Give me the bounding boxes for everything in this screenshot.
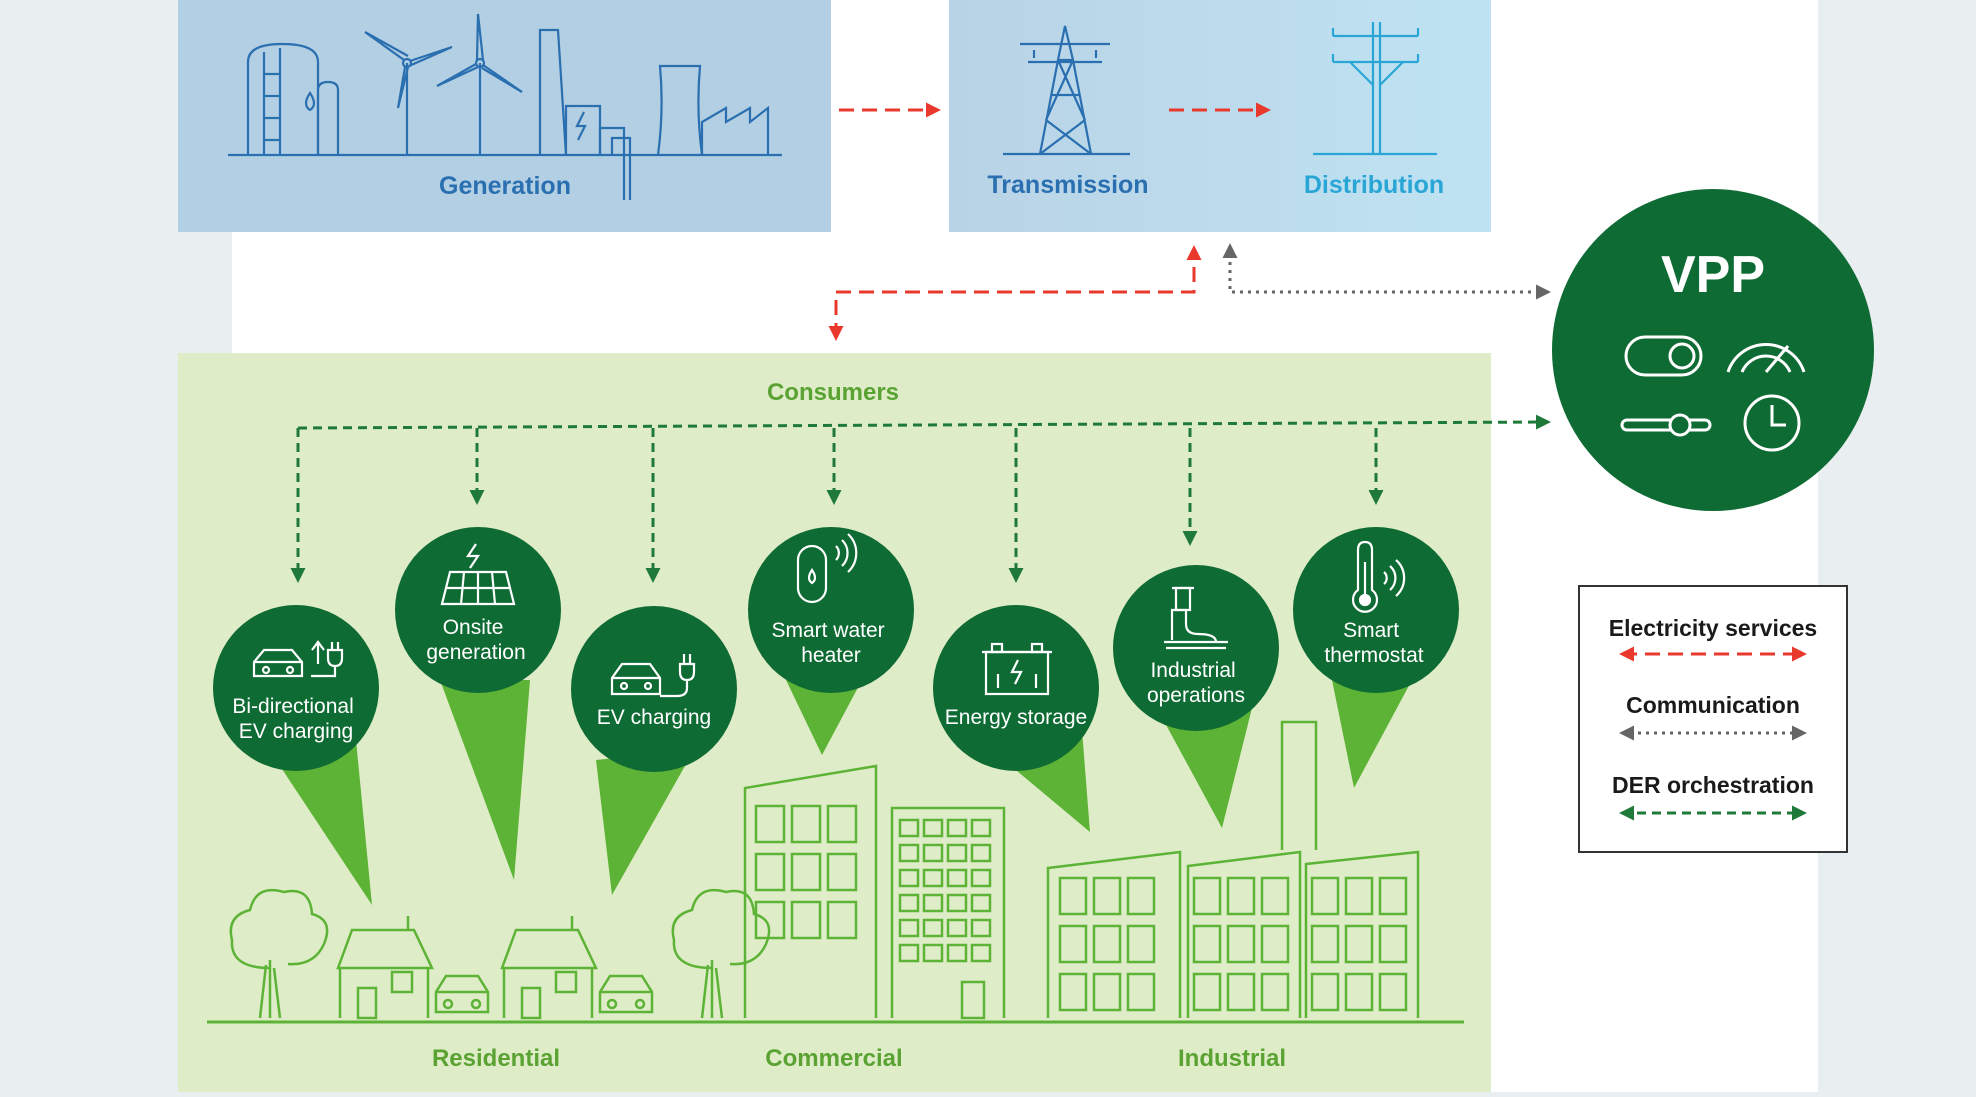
consumers-panel: Consumers: [178, 353, 1551, 1092]
distribution-label: Distribution: [1304, 171, 1444, 199]
thermometer-icon: [1351, 540, 1406, 613]
pin-label-line: Industrial: [1150, 659, 1235, 682]
utility-pole-icon: [1313, 22, 1437, 156]
solar-panel-icon: [440, 543, 516, 606]
sector-label-residential: Residential: [432, 1045, 560, 1072]
factory-windows: [1058, 876, 1408, 1012]
pin-label-line: thermostat: [1324, 644, 1423, 667]
pin-smart-water-heater[interactable]: Smart water heater: [748, 527, 914, 755]
car-icon: [434, 974, 490, 1014]
pin-industrial-operations[interactable]: Industrial operations: [1113, 565, 1279, 828]
generation-label: Generation: [439, 172, 571, 200]
vpp-title: VPP: [1661, 246, 1765, 304]
svg-text:Industrial operations: Industrial operations: [1147, 659, 1245, 707]
der-orchestration-bus: [297, 414, 1551, 430]
legend-der-label: DER orchestration: [1612, 772, 1814, 798]
pin-ev-charging[interactable]: EV charging: [571, 606, 737, 895]
svg-text:Smart thermostat: Smart thermostat: [1324, 619, 1423, 667]
svg-text:Bi-directional EV char: Bi-directional EV charging: [232, 695, 359, 743]
slider-icon: [1620, 413, 1712, 437]
transmission-distribution-panel: Transmission Distribution: [949, 0, 1491, 232]
svg-text:Onsite generation: Onsite generation: [426, 616, 525, 664]
der-drop-lines: [290, 428, 1384, 583]
house-icon: [336, 916, 434, 1020]
pin-label-line: generation: [426, 641, 525, 664]
pin-label-line: operations: [1147, 684, 1245, 707]
generation-panel: Generation: [178, 0, 831, 232]
legend-communication-label: Communication: [1626, 692, 1800, 718]
pin-energy-storage[interactable]: Energy storage: [933, 605, 1099, 832]
pin-label-line: heater: [801, 644, 861, 667]
pin-smart-thermostat[interactable]: Smart thermostat: [1293, 527, 1459, 788]
pin-bidirectional-ev-charging[interactable]: Bi-directional EV charging: [213, 605, 379, 905]
pin-label-line: EV charging: [597, 706, 711, 729]
svg-text:Smart water heater: Smart water heater: [771, 619, 890, 667]
legend-electricity-label: Electricity services: [1609, 615, 1817, 641]
ev-charger-icon: [610, 654, 696, 698]
pin-label-line: Energy storage: [945, 706, 1087, 729]
industrial-machine-icon: [1164, 586, 1228, 650]
gauge-icon: [1726, 342, 1806, 373]
pin-label-line: Smart water: [771, 619, 884, 642]
power-plants-icon: [228, 13, 782, 200]
tree-icon: [671, 888, 771, 1019]
pin-onsite-generation[interactable]: Onsite generation: [395, 527, 561, 880]
office-windows: [898, 818, 992, 963]
clock-icon: [1743, 394, 1801, 452]
legend: Electricity services Communication DER o…: [1578, 585, 1848, 853]
tree-icon: [229, 888, 329, 1019]
pin-label-line: Bi-directional: [232, 695, 353, 718]
toggle-icon: [1624, 335, 1703, 377]
pin-label-line: EV charging: [239, 720, 353, 743]
pin-label-line: Onsite: [443, 616, 504, 639]
water-heater-icon: [796, 533, 858, 604]
vpp-node[interactable]: VPP: [1552, 189, 1874, 511]
sector-label-industrial: Industrial: [1178, 1045, 1286, 1072]
battery-icon: [982, 642, 1052, 696]
car-icon: [598, 974, 654, 1014]
industrial-scene: [1046, 720, 1420, 1018]
consumers-label: Consumers: [767, 379, 899, 406]
residential-scene: [229, 888, 771, 1020]
car-plug-icon: [252, 640, 344, 678]
commercial-scene: [743, 764, 1006, 1020]
electricity-arrow-consumers-grid: [828, 245, 1202, 341]
pin-label-line: Smart: [1343, 619, 1399, 642]
transmission-label: Transmission: [987, 171, 1148, 199]
house-icon: [500, 916, 598, 1020]
transmission-tower-icon: [1003, 25, 1130, 156]
sector-label-commercial: Commercial: [765, 1045, 902, 1072]
communication-arrow-grid-vpp: [1222, 243, 1551, 300]
